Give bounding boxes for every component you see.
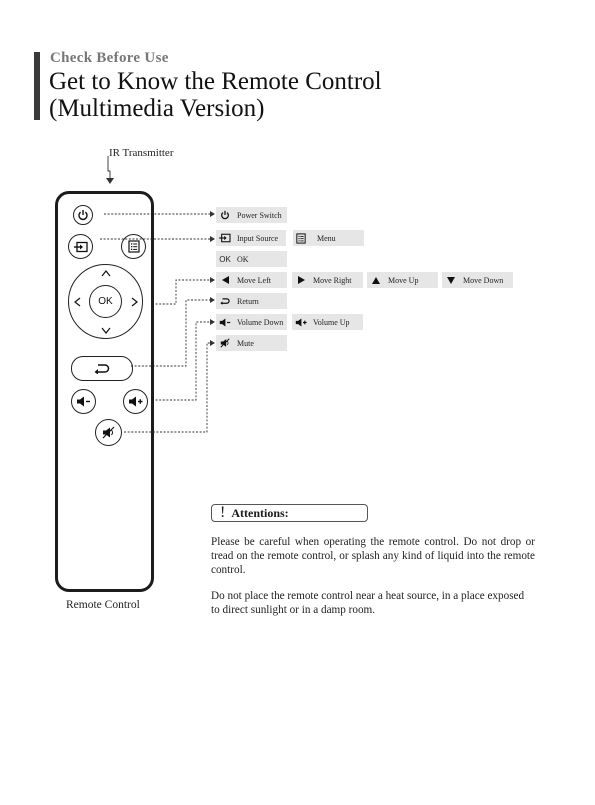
legend-label: Return [237,296,259,306]
input-source-icon [73,241,88,252]
remote-return-button[interactable] [71,356,133,381]
power-icon [78,210,88,221]
section-bar [34,52,40,120]
arrow-left-icon [221,276,229,284]
legend-input-source: Input Source [216,230,286,246]
legend-label: Move Up [388,275,419,285]
ir-transmitter-label: IR Transmitter [109,147,174,159]
legend-label: OK [237,254,249,264]
legend-label: Mute [237,338,254,348]
page-title: Get to Know the Remote Control (Multimed… [49,68,382,122]
legend-label: Move Left [237,275,271,285]
legend-label: Volume Up [313,317,350,327]
return-icon [220,298,230,305]
arrow-right-icon [297,276,305,284]
arrow-left-icon[interactable] [73,297,81,307]
legend-move-left: Move Left [216,272,287,288]
input-source-icon [219,233,231,243]
ok-icon: OK [216,251,234,267]
menu-icon [127,240,140,253]
legend-label: Volume Down [237,317,284,327]
remote-menu-button[interactable] [121,234,146,259]
legend-ok: OK OK [216,251,287,267]
section-label: Check Before Use [50,50,169,66]
arrow-down-icon [447,276,455,284]
volume-up-icon [129,396,143,407]
remote-volume-up-button[interactable] [123,389,148,414]
attention-mark: ! [220,504,226,521]
attention-paragraph-1: Please be careful when operating the rem… [211,536,535,576]
remote-dpad: OK [68,264,143,339]
legend-move-down: Move Down [442,272,513,288]
legend-label: Menu [317,233,336,243]
remote-control-caption: Remote Control [66,599,140,611]
arrow-up-icon[interactable] [101,269,111,277]
legend-menu: Menu [293,230,364,246]
remote-ok-button[interactable]: OK [89,285,122,318]
attentions-title: Attentions: [231,505,289,520]
menu-icon [296,232,306,244]
volume-up-icon [295,318,307,326]
legend-return: Return [216,293,287,309]
volume-down-icon [77,396,90,407]
legend-label: Power Switch [237,210,282,220]
return-icon [94,364,110,374]
legend-label: Input Source [237,233,279,243]
arrow-right-icon[interactable] [131,297,139,307]
legend-volume-down: Volume Down [216,314,287,330]
remote-input-source-button[interactable] [68,234,93,259]
legend-power: Power Switch [216,207,287,223]
arrow-down-icon[interactable] [101,327,111,335]
volume-down-icon [219,318,231,326]
legend-label: Move Down [463,275,504,285]
remote-power-button[interactable] [73,205,93,225]
legend-move-right: Move Right [292,272,363,288]
mute-icon [220,338,230,348]
arrow-up-icon [372,276,380,284]
power-icon [221,210,229,220]
title-line-2: (Multimedia Version) [49,95,265,122]
legend-move-up: Move Up [367,272,438,288]
remote-volume-down-button[interactable] [71,389,96,414]
attention-paragraph-2: Do not place the remote control near a h… [211,590,525,616]
attentions-box: ! Attentions: [211,504,368,522]
mute-icon [102,426,115,439]
remote-mute-button[interactable] [95,419,122,446]
legend-mute: Mute [216,335,287,351]
title-line-1: Get to Know the Remote Control [49,68,382,95]
legend-volume-up: Volume Up [292,314,363,330]
remote-control: OK [55,191,154,592]
legend-label: Move Right [313,275,352,285]
